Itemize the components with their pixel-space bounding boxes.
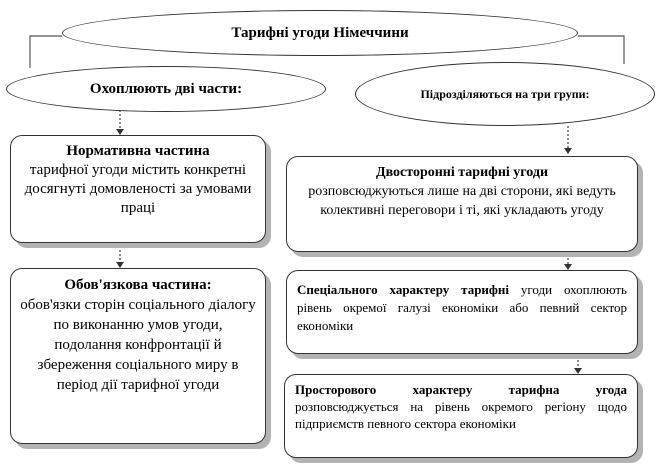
left-head-ellipse: Охоплюють дві части: xyxy=(6,66,326,112)
arrowhead xyxy=(574,368,582,374)
obligatory-part-box: Обов'язкова частина: обов'язки сторін со… xyxy=(10,268,266,444)
normative-part-title: Нормативна частина xyxy=(66,143,210,159)
special-agreements-box: Спеціального характеру тарифні угоди охо… xyxy=(286,270,638,354)
right-head-label: Підрозділяються на три групи: xyxy=(420,87,590,101)
spatial-agreement-box: Просторового характеру тарифна угода роз… xyxy=(284,374,638,458)
bilateral-agreements-text: розповсюджуються лише на дві сторони, як… xyxy=(308,184,616,218)
connector-title-left xyxy=(29,35,62,68)
spatial-agreement-title: Просторового характеру тарифна угода xyxy=(295,382,627,397)
arrowhead xyxy=(116,262,124,268)
obligatory-part-text: обов'язки сторін соціального діалогу по … xyxy=(20,297,256,393)
diagram-title: Тарифні угоди Німеччини xyxy=(231,24,409,41)
title-ellipse: Тарифні угоди Німеччини xyxy=(62,10,578,56)
arrowhead xyxy=(564,264,572,270)
normative-part-text: тарифної угоди містить конкретні досягну… xyxy=(24,162,252,216)
connector-title-right xyxy=(578,35,625,64)
bilateral-agreements-title: Двосторонні тарифні угоди xyxy=(375,165,549,180)
special-agreements-title: Спеціального характеру тарифні xyxy=(297,282,510,297)
spatial-agreement-text: розповсюджується на рівень окремого регі… xyxy=(295,399,627,431)
right-head-ellipse: Підрозділяються на три групи: xyxy=(355,62,655,126)
arrowhead xyxy=(564,148,572,154)
arrowhead xyxy=(116,129,124,135)
bilateral-agreements-box: Двосторонні тарифні угоди розповсюджують… xyxy=(286,156,638,252)
left-head-label: Охоплюють дві части: xyxy=(89,80,243,97)
special-agreements-text: угоди охоплюють рівень окремої галузі ек… xyxy=(297,282,627,333)
obligatory-part-title: Обов'язкова частина: xyxy=(64,277,212,293)
normative-part-box: Нормативна частина тарифної угоди містит… xyxy=(10,135,266,243)
